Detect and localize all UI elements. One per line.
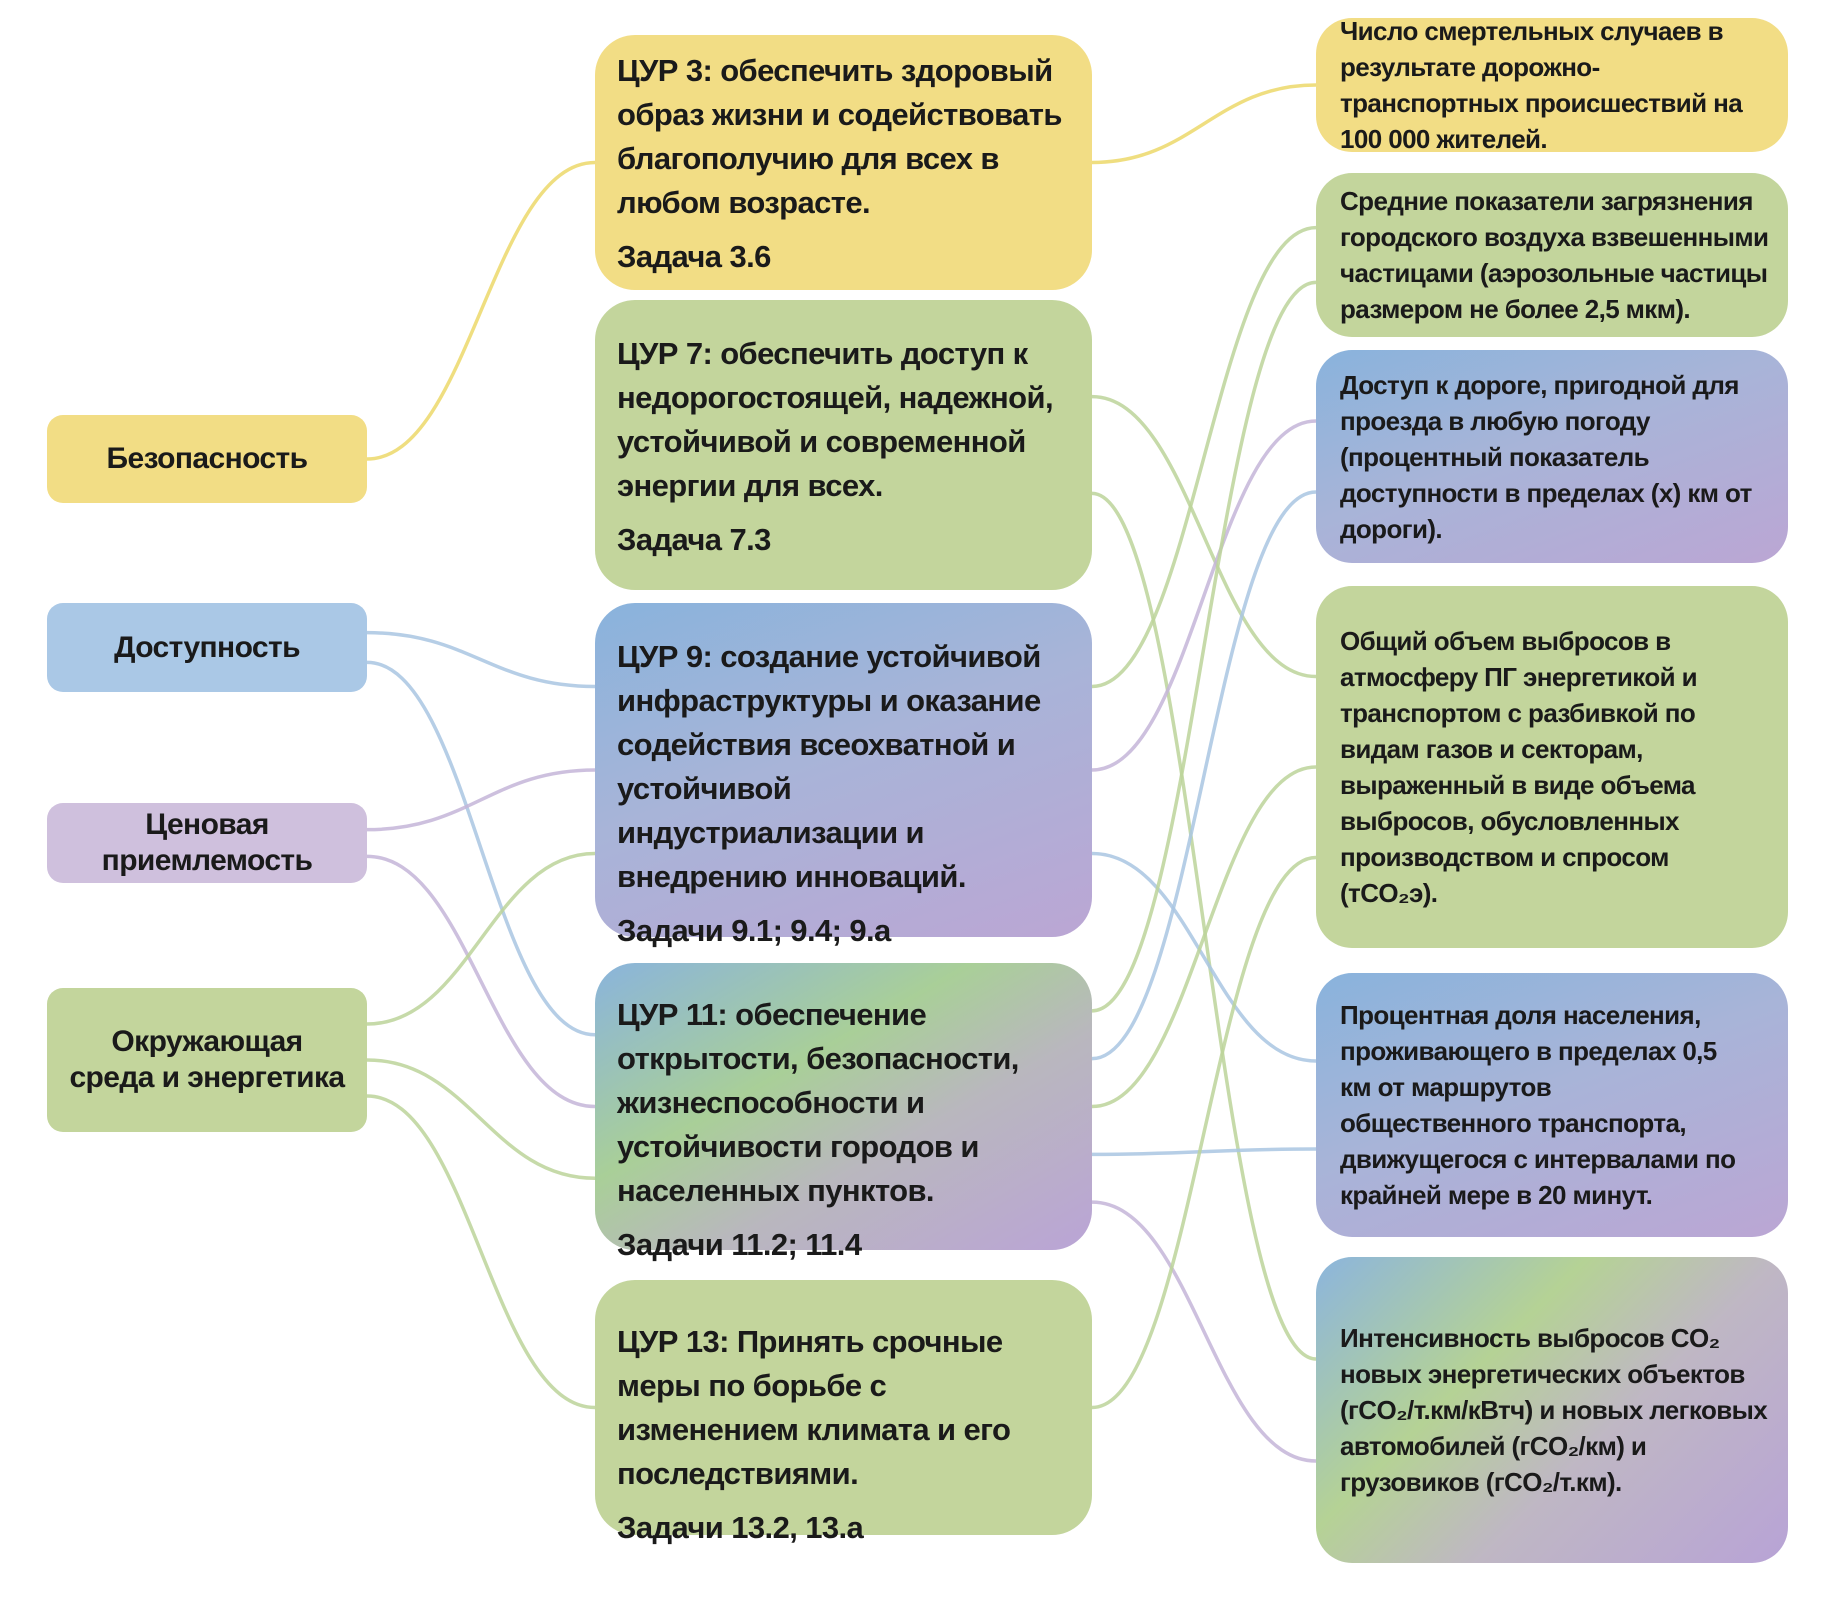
indicator-text: Число смертельных случаев в результате д… [1340, 16, 1743, 154]
criterion-environment-energy: Окружающая среда и энергетика [47, 988, 367, 1132]
link-price-to-sdg9 [365, 768, 597, 832]
indicator-air-pollution: Средние показатели загрязнения городског… [1316, 173, 1788, 337]
goal-sdg11: ЦУР 11: обеспечение открытости, безопасн… [595, 963, 1092, 1262]
goal-task: Задачи 11.2; 11.4 [617, 1227, 862, 1262]
goal-task: Задачи 13.2, 13.a [617, 1510, 864, 1545]
link-sdg7-to-ind6 [1090, 491, 1318, 1361]
goal-text: ЦУР 9: создание устойчивой инфраструктур… [617, 639, 1041, 894]
indicator-road-access: Доступ к дороге, пригодной для проезда в… [1316, 350, 1788, 563]
goal-task: Задачи 9.1; 9.4; 9.a [617, 913, 891, 948]
goal-text: ЦУР 7: обеспечить доступ к недорогостоящ… [617, 336, 1054, 503]
link-sdg13-to-ind4 [1090, 855, 1318, 1410]
indicator-public-transport-access: Процентная доля населения, проживающего … [1316, 973, 1788, 1237]
indicator-ghg-emissions: Общий объем выбросов в атмосферу ПГ энер… [1316, 586, 1788, 948]
link-sdg9-to-ind5 [1090, 851, 1318, 1063]
link-sdg11-to-ind6 [1090, 1200, 1318, 1463]
indicator-text: Процентная доля населения, проживающего … [1340, 1000, 1736, 1210]
criterion-safety: Безопасность [47, 415, 367, 503]
indicator-road-fatalities: Число смертельных случаев в результате д… [1316, 16, 1788, 154]
criterion-accessibility: Доступность [47, 603, 367, 692]
link-sdg11-to-ind5 [1090, 1147, 1318, 1157]
link-env-to-sdg11 [365, 1058, 597, 1180]
link-safety-to-sdg3 [365, 160, 597, 461]
link-price-to-sdg11 [365, 854, 597, 1109]
indicator-text: Интенсивность выбросов CO₂ новых энергет… [1340, 1323, 1768, 1497]
criterion-affordability: Ценовая приемлемость [47, 803, 367, 883]
indicator-text: Доступ к дороге, пригодной для проезда в… [1340, 369, 1752, 544]
goal-sdg3: ЦУР 3: обеспечить здоровый образ жизни и… [595, 35, 1092, 290]
link-sdg7-to-ind4 [1090, 394, 1318, 679]
link-sdg9-to-ind3 [1090, 419, 1318, 772]
goal-sdg7: ЦУР 7: обеспечить доступ к недорогостоящ… [595, 300, 1092, 590]
goal-sdg9: ЦУР 9: создание устойчивой инфраструктур… [595, 603, 1092, 948]
indicator-text: Средние показатели загрязнения городског… [1340, 186, 1769, 324]
goal-task: Задача 7.3 [617, 522, 771, 557]
criterion-label: Ценовая приемлемость [101, 808, 313, 877]
link-env-to-sdg13 [365, 1094, 597, 1410]
link-sdg9-to-ind2 [1090, 225, 1318, 689]
link-sdg11-to-ind3 [1090, 490, 1318, 1061]
link-access-to-sdg11 [365, 660, 597, 1037]
indicator-co2-intensity: Интенсивность выбросов CO₂ новых энергет… [1316, 1257, 1788, 1563]
link-env-to-sdg9 [365, 851, 597, 1026]
link-sdg3-to-ind1 [1090, 83, 1318, 165]
link-sdg11-to-ind2 [1090, 280, 1318, 1013]
indicator-text: Общий объем выбросов в атмосферу ПГ энер… [1340, 626, 1698, 908]
goal-task: Задача 3.6 [617, 239, 771, 274]
link-access-to-sdg9 [365, 630, 597, 689]
criterion-label: Безопасность [106, 442, 309, 475]
link-sdg11-to-ind4 [1090, 765, 1318, 1109]
criterion-label: Доступность [114, 630, 300, 664]
goal-text: ЦУР 13: Принять срочные меры по борьбе с… [617, 1324, 1011, 1491]
goal-text: ЦУР 11: обеспечение открытости, безопасн… [617, 997, 1019, 1208]
goal-text: ЦУР 3: обеспечить здоровый образ жизни и… [617, 53, 1062, 220]
criterion-label: Окружающая среда и энергетика [69, 1025, 345, 1094]
goal-sdg13: ЦУР 13: Принять срочные меры по борьбе с… [595, 1280, 1092, 1545]
